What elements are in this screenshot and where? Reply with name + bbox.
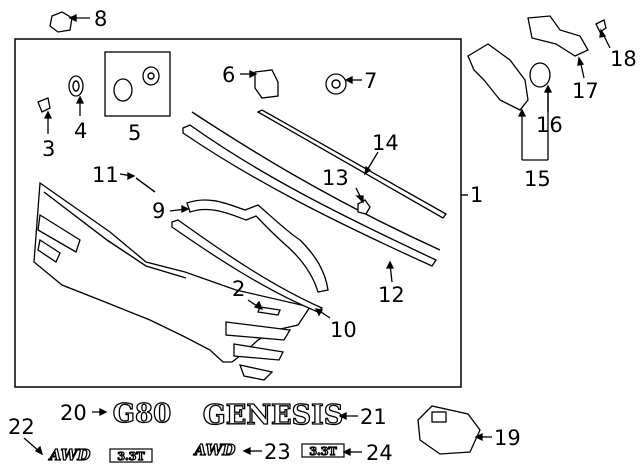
part-8-nut (49, 11, 73, 33)
callout-14: 14 (372, 131, 399, 155)
part-17-camera (527, 15, 589, 57)
subassembly-box-5 (104, 51, 171, 117)
part-9-seal (186, 199, 329, 293)
callout-9: 9 (152, 199, 165, 223)
part-15-camera-bracket (467, 43, 529, 111)
garnish-strip-1 (225, 321, 292, 341)
g80-emblem: G80 (113, 399, 171, 429)
part-11-pin (135, 177, 156, 193)
awd-emblem-1: AWD (48, 446, 91, 464)
part-6-bracket (254, 69, 279, 99)
part-7-grommet (325, 73, 347, 95)
part-14-molding (256, 109, 447, 219)
callout-2: 2 (232, 277, 245, 301)
sst-emblem-2: 3.3T (309, 445, 337, 458)
callout-15: 15 (524, 167, 551, 191)
callout-19: 19 (494, 426, 521, 450)
sst-badge-1-frame (109, 448, 153, 463)
part-19-switch (417, 405, 481, 455)
part-5-washer (142, 66, 160, 86)
part-3-fastener (37, 97, 51, 113)
callout-16: 16 (536, 113, 563, 137)
upper-trim-line (191, 111, 441, 251)
callout-5: 5 (128, 121, 141, 145)
assembly-frame (14, 38, 462, 388)
callout-12: 12 (378, 283, 405, 307)
part-18-screw (595, 19, 607, 33)
callout-23: 23 (264, 440, 291, 464)
callout-1: 1 (470, 183, 483, 207)
callout-8: 8 (94, 7, 107, 31)
part-12-molding (182, 124, 437, 267)
part-5-bumper (113, 78, 133, 102)
callout-11: 11 (92, 163, 119, 187)
callout-17: 17 (572, 79, 599, 103)
callout-18: 18 (610, 47, 637, 71)
garnish-strip-2 (233, 343, 284, 361)
callout-10: 10 (330, 318, 357, 342)
sst-badge-2-frame (301, 443, 345, 458)
genesis-emblem: GENESIS (203, 400, 344, 431)
part-2-clip (257, 306, 281, 316)
callout-13: 13 (322, 166, 349, 190)
callout-6: 6 (222, 63, 235, 87)
callout-21: 21 (360, 405, 387, 429)
part-16-gasket (529, 62, 551, 88)
callout-7: 7 (364, 69, 377, 93)
sst-emblem-1: 3.3T (117, 450, 145, 463)
callout-20: 20 (60, 401, 87, 425)
callout-4: 4 (74, 119, 87, 143)
callout-22: 22 (8, 415, 35, 439)
callout-3: 3 (42, 137, 55, 161)
callout-24: 24 (366, 441, 393, 465)
part-4-grommet (68, 75, 84, 97)
awd-emblem-2: AWD (193, 441, 236, 459)
part-13-clip (357, 199, 371, 215)
garnish-strip-3 (238, 364, 274, 381)
